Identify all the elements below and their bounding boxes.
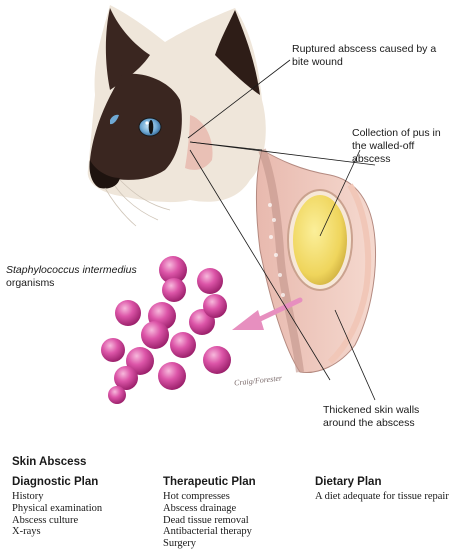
organism-name: Staphylococcus intermedius xyxy=(6,264,137,276)
plan-heading: Therapeutic Plan xyxy=(163,476,256,488)
plan-item: A diet adequate for tissue repair xyxy=(315,491,449,502)
callout-thickened-skin: Thickened skin walls around the abscess xyxy=(323,404,420,429)
plan-item: X-rays xyxy=(12,526,41,538)
plan-item: Physical examination xyxy=(12,502,103,514)
abscess-illustration xyxy=(87,5,377,404)
plan-item: Abscess drainage xyxy=(163,502,237,514)
legend-title: Skin Abscess xyxy=(12,456,87,468)
plan-therapeutic: Therapeutic Plan Hot compresses Abscess … xyxy=(163,476,303,550)
plan-dietary: Dietary Plan A diet adequate for tissue … xyxy=(315,476,449,503)
plan-heading: Dietary Plan xyxy=(315,476,382,488)
callout-organisms: Staphylococcus intermedius organisms xyxy=(6,264,166,290)
callout-ruptured-abscess: Ruptured abscess caused by a bite wound xyxy=(292,43,437,68)
cat-head xyxy=(87,5,266,227)
plan-item: Antibacterial therapy xyxy=(163,526,252,538)
callout-pus-collection: Collection of pus in the walled-off absc… xyxy=(352,127,441,165)
legend-section: Skin Abscess Diagnostic Plan History Phy… xyxy=(0,448,450,549)
plan-item: Abscess culture xyxy=(12,514,79,526)
organism-label: organisms xyxy=(6,277,55,289)
plan-item: History xyxy=(12,491,44,502)
pointer-arrow xyxy=(232,297,303,330)
plan-item: Surgery xyxy=(163,538,197,550)
plan-item: Hot compresses xyxy=(163,491,230,502)
plan-diagnostic: Diagnostic Plan History Physical examina… xyxy=(12,476,152,538)
leader-lines xyxy=(187,59,376,401)
skin-cross-section xyxy=(255,148,377,374)
bacteria-cluster xyxy=(101,256,231,404)
plan-item: Dead tissue removal xyxy=(163,514,249,526)
plan-heading: Diagnostic Plan xyxy=(12,476,99,488)
